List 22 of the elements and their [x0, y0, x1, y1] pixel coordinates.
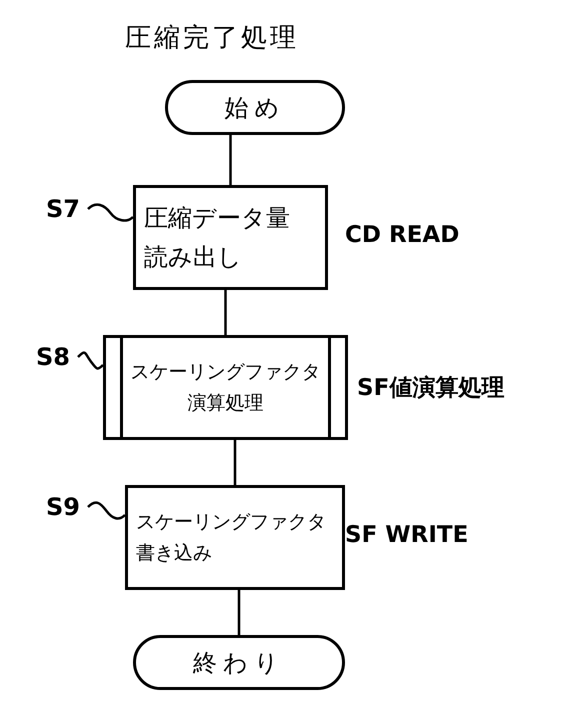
flow-line [234, 440, 236, 485]
step-annotation: SF値演算処理 [357, 374, 504, 403]
flow-line [238, 590, 240, 635]
step-label: S9 [46, 493, 80, 521]
box-text: 圧縮データ量読み出し [144, 203, 291, 272]
box-text: スケーリングファクタ演算処理 [130, 360, 322, 416]
flow-line [229, 135, 232, 185]
leader-line [87, 203, 134, 222]
predefined-process-box [103, 335, 348, 440]
flow-line [224, 290, 227, 335]
process-box [125, 485, 345, 590]
step-label: S8 [36, 343, 70, 371]
box-text: スケーリングファクタ書き込み [136, 510, 327, 566]
box-text: 始め [224, 92, 286, 124]
step-label: S7 [46, 195, 80, 223]
process-box [133, 185, 328, 290]
leader-line [87, 501, 126, 520]
leader-line [77, 352, 104, 370]
box-text: 終わり [193, 648, 285, 678]
step-annotation: CD READ [345, 222, 460, 248]
step-annotation: SF WRITE [345, 522, 468, 548]
diagram-title: 圧縮完了処理 [125, 22, 299, 55]
